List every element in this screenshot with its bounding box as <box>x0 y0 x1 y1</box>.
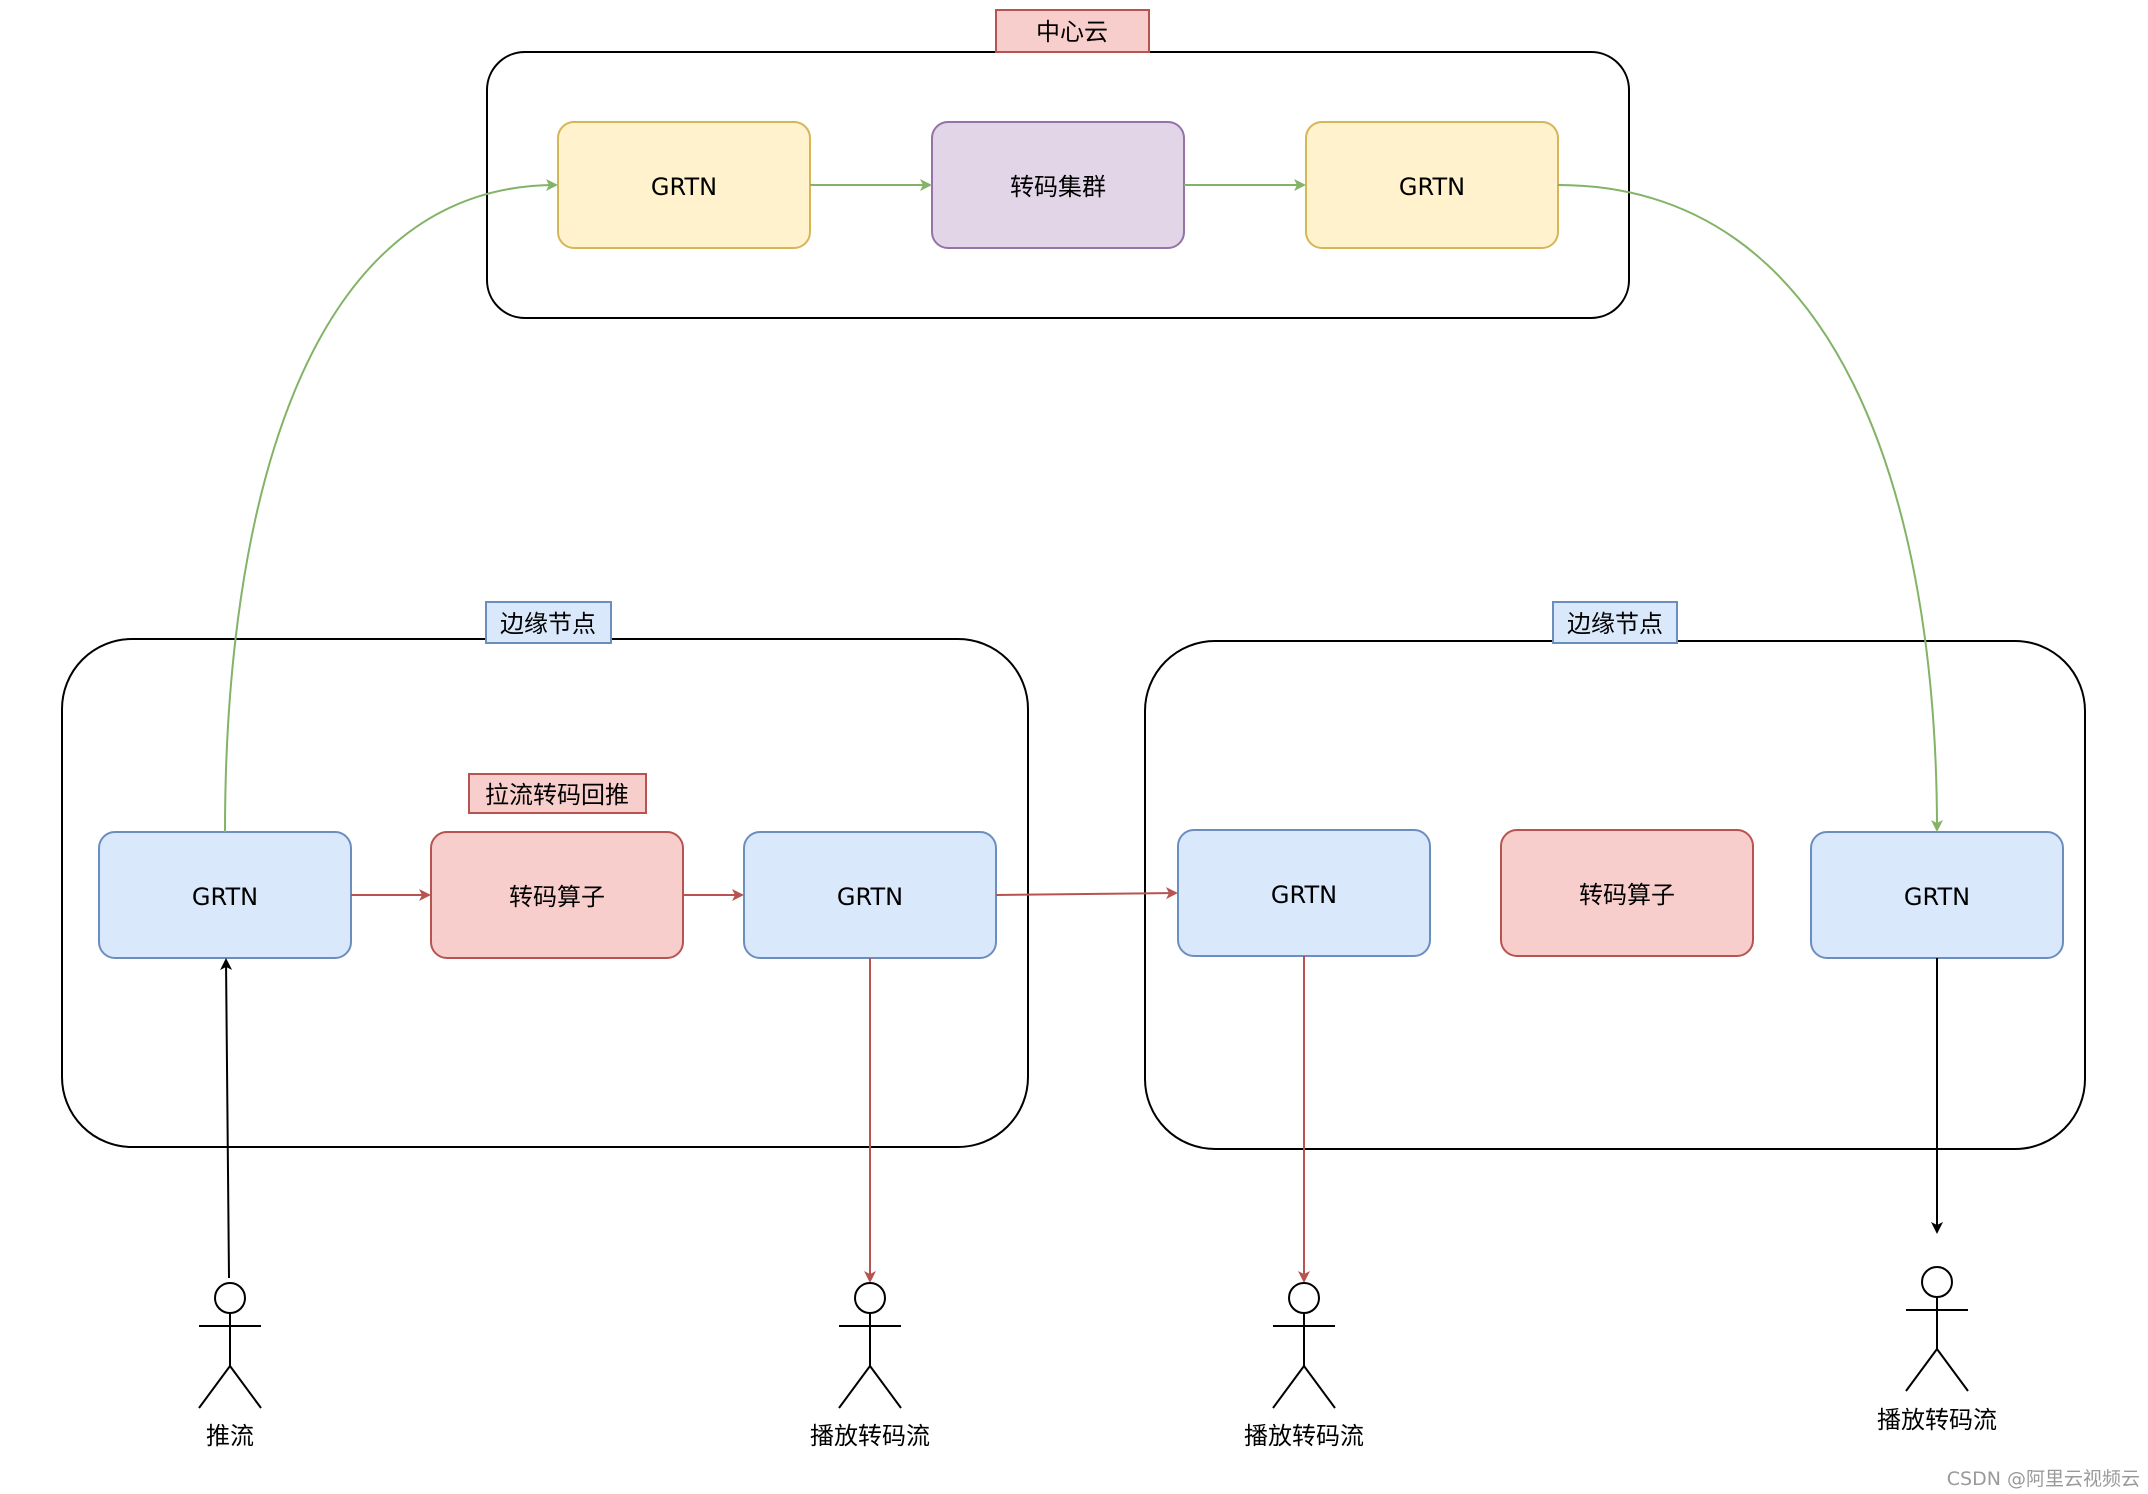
actor-play1-label: 播放转码流 <box>810 1422 930 1450</box>
edge-right-operator <box>1500 829 1754 957</box>
edge-right-tag-text: 边缘节点 <box>1567 610 1663 638</box>
actor-push-icon <box>198 1282 262 1409</box>
actor-play2-icon <box>1272 1282 1336 1409</box>
actor-play2-label: 播放转码流 <box>1244 1422 1364 1450</box>
center-grtn-right-label: GRTN <box>1399 173 1465 201</box>
edge-left-grtn-out-label: GRTN <box>837 883 903 911</box>
edge-right-tag <box>1552 601 1678 644</box>
center-cloud-tag-text: 中心云 <box>1036 18 1108 46</box>
edge-right-grtn-b-label: GRTN <box>1904 883 1970 911</box>
edge-left-operator-label: 转码算子 <box>509 883 605 911</box>
edge-left-tag-text: 边缘节点 <box>500 610 596 638</box>
pull-transcode-tag-text: 拉流转码回推 <box>485 781 629 809</box>
center-grtn-left-label: GRTN <box>651 173 717 201</box>
edge-left-grtn-in-label: GRTN <box>192 883 258 911</box>
transcode-cluster-label: 转码集群 <box>1010 173 1106 201</box>
watermark: CSDN @阿里云视频云 <box>1947 1468 2140 1490</box>
edge-right-grtn-a-label: GRTN <box>1271 881 1337 909</box>
actor-play1-icon <box>838 1282 902 1409</box>
arrow-edge-left-up-to-center <box>224 179 558 833</box>
pull-transcode-tag <box>468 773 647 814</box>
arrow-edge-left-to-edge-right <box>995 887 1178 900</box>
edge-right-operator-label: 转码算子 <box>1579 881 1675 909</box>
actor-play3-icon <box>1905 1266 1969 1392</box>
arrow-push-to-grtn <box>220 958 233 1279</box>
edge-left-tag <box>485 601 612 644</box>
arrow-center-down-to-edge-right <box>1557 184 1943 832</box>
actor-push-label: 推流 <box>206 1422 254 1450</box>
actor-play3-label: 播放转码流 <box>1877 1406 1997 1434</box>
center-cloud-tag <box>995 9 1150 53</box>
